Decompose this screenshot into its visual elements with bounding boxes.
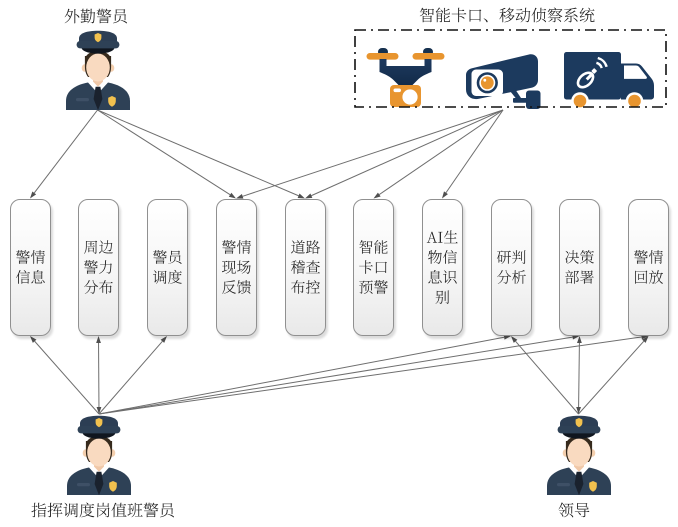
arrowhead	[373, 192, 381, 199]
connector-field_officer-b1	[33, 109, 98, 194]
process-box-label	[221, 240, 251, 295]
arrowhead	[30, 336, 37, 343]
police-officer-icon	[67, 415, 131, 495]
connector-leader-b8	[515, 340, 579, 415]
surveillance-truck-icon	[564, 52, 654, 110]
arrowhead	[236, 194, 244, 199]
label-surveillance-system-glyphs	[419, 7, 595, 23]
process-box-label	[15, 250, 45, 285]
label-surveillance-system: 智能卡口、移动侦察系统	[417, 6, 597, 27]
arrowhead	[30, 191, 37, 199]
system-dashed-border	[354, 29, 667, 108]
arrowhead	[576, 406, 581, 414]
process-box-label	[290, 240, 320, 295]
connector-field_officer-b4	[97, 109, 231, 196]
process-box-b1[interactable]: 警情信息	[9, 198, 51, 336]
connector-leader-b9	[578, 342, 580, 408]
dispatcher-officer-figure[interactable]	[65, 415, 133, 495]
connector-dispatcher-b9	[98, 336, 573, 415]
arrowhead	[297, 193, 305, 199]
arrowhead	[577, 336, 582, 344]
arrowhead	[511, 336, 518, 343]
process-box-label	[634, 250, 664, 285]
leader-officer-figure[interactable]	[545, 415, 613, 495]
arrowhead	[160, 336, 167, 343]
label-dispatcher: 指挥调度岗值班警员	[29, 501, 177, 522]
process-box-label	[496, 250, 526, 285]
connector-dispatcher-b8	[98, 336, 505, 415]
label-leader: 领导	[556, 501, 592, 522]
connector-system-b4	[242, 109, 504, 197]
arrowhead	[305, 193, 313, 199]
label-field-officer: 外勤警员	[62, 7, 130, 28]
process-box-label	[359, 240, 388, 295]
connector-leader-b10	[578, 340, 645, 415]
process-box-b5[interactable]: 道路稽查布控	[284, 198, 326, 336]
arrowhead	[96, 406, 102, 414]
label-dispatcher-glyphs	[30, 502, 174, 518]
process-box-b10[interactable]: 警情回放	[628, 198, 669, 336]
connector-system-b6	[378, 109, 504, 195]
arrowhead	[503, 334, 511, 340]
process-box-label	[426, 230, 458, 305]
process-box-label	[83, 240, 113, 295]
connector-field_officer-b5	[97, 109, 299, 197]
connector-dispatcher-b3	[98, 340, 163, 415]
drone-icon	[366, 48, 445, 107]
process-box-label	[152, 250, 182, 285]
police-officer-icon	[546, 415, 611, 495]
arrowhead	[642, 336, 649, 343]
field-officer-figure[interactable]	[64, 30, 132, 110]
police-officer-icon	[66, 30, 130, 110]
label-field-officer-glyphs	[64, 8, 127, 24]
process-box-b7[interactable]: AI生物信息识别	[421, 198, 463, 336]
connector-system-b7	[445, 109, 504, 194]
process-box-b6[interactable]: 智能卡口预警	[353, 198, 394, 336]
process-box-b4[interactable]: 警情现场反馈	[215, 198, 257, 336]
process-box-b2[interactable]: 周边警力分布	[78, 198, 119, 336]
arrowhead	[96, 336, 101, 344]
cctv-camera-icon	[466, 54, 541, 109]
connector-dispatcher-b10	[98, 336, 642, 415]
arrowhead	[228, 192, 236, 199]
process-box-b3[interactable]: 警员调度	[146, 198, 188, 336]
label-leader-glyphs	[558, 502, 590, 518]
process-box-b8[interactable]: 研判分析	[490, 198, 532, 336]
process-box-label	[565, 250, 594, 285]
process-box-b9[interactable]: 决策部署	[559, 198, 600, 336]
connector-system-b5	[311, 109, 504, 197]
arrowhead	[442, 191, 448, 199]
connector-dispatcher-b1	[34, 340, 100, 415]
